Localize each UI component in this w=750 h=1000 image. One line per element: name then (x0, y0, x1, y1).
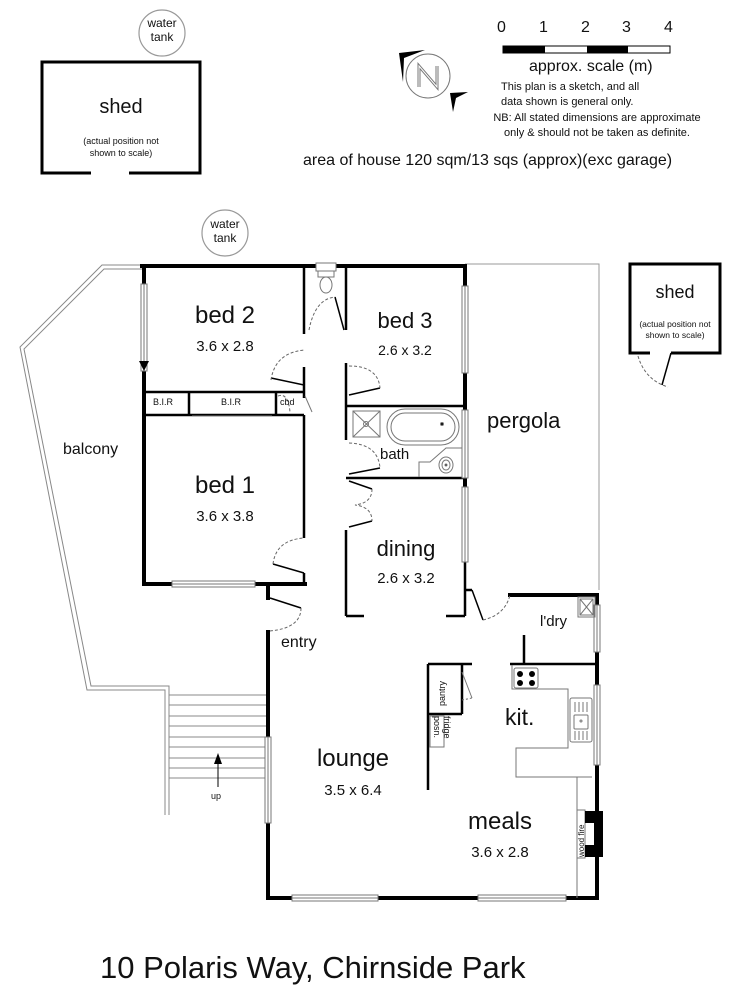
room-entry-name: entry (281, 634, 317, 651)
area-note: area of house 120 sqm/13 sqs (approx)(ex… (303, 152, 673, 169)
pantry-box (429, 715, 445, 748)
scale-bar (502, 45, 671, 54)
scale-label: approx. scale (m) (529, 58, 653, 75)
shower-icon (352, 410, 381, 438)
window-marker-icon (139, 361, 149, 371)
disclaimer-nb-line2: only & should not be taken as definite. (504, 127, 690, 139)
basin-icon (418, 447, 462, 477)
stairs-up-arrow-icon (214, 753, 222, 787)
kitchen-bench (511, 665, 593, 898)
scale-tick-3: 3 (622, 19, 631, 36)
toilet-icon (315, 262, 337, 294)
disclaimer-sketch: This plan is a sketch, and all data show… (501, 80, 639, 110)
water-tank-house-line1: water (210, 217, 240, 231)
room-meals-dims: 3.6 x 2.8 (471, 844, 529, 861)
water-tank-house-label: water tank (202, 217, 248, 245)
room-dining-dims: 2.6 x 3.2 (377, 570, 435, 587)
cooktop-icon (517, 671, 535, 686)
wood-fire-icon (576, 809, 603, 859)
page-title: 10 Polaris Way, Chirnside Park (100, 950, 526, 985)
room-bath-name: bath (380, 446, 410, 463)
room-lounge-name: lounge (316, 745, 390, 772)
scale-tick-4: 4 (664, 19, 673, 36)
room-bed2-dims: 3.6 x 2.8 (196, 338, 254, 355)
doors (192, 296, 511, 701)
room-laundry-name: l'dry (540, 613, 568, 630)
water-tank-top-line2: tank (150, 30, 174, 44)
room-bed3-dims: 2.6 x 3.2 (378, 342, 432, 358)
disclaimer-line1: This plan is a sketch, and all (501, 81, 640, 93)
shed-right-note: (actual position not shown to scale) (630, 319, 720, 341)
scale-tick-0: 0 (497, 19, 506, 36)
room-bed1-name: bed 1 (194, 472, 256, 499)
fixture-bir-small: B.I.R (153, 397, 174, 407)
scale-tick-2: 2 (581, 19, 590, 36)
balcony-outline (19, 264, 170, 815)
room-lounge-dims: 3.5 x 6.4 (324, 782, 382, 799)
room-bed2-name: bed 2 (194, 302, 256, 329)
room-dining-name: dining (376, 536, 436, 561)
pergola-outline (465, 263, 600, 590)
room-bed1-dims: 3.6 x 3.8 (196, 508, 254, 525)
room-pergola-name: pergola (487, 408, 561, 433)
shed-top-left-note-line2: shown to scale) (89, 148, 153, 158)
disclaimer-nb: NB: All stated dimensions are approximat… (462, 111, 732, 141)
shed-right-note-line2: shown to scale) (645, 330, 705, 340)
fixture-pantry: pantry (437, 680, 447, 706)
room-meals-name: meals (467, 808, 533, 835)
scale-tick-1: 1 (539, 19, 548, 36)
interior-walls (144, 266, 597, 790)
water-tank-top-line1: water (147, 16, 177, 30)
fixture-cbd: cbd (280, 397, 295, 407)
shed-top-left (40, 60, 202, 175)
water-tank-house-line2: tank (213, 231, 237, 245)
shed-right-note-line1: (actual position not (639, 319, 711, 329)
disclaimer-line2: data shown is general only. (501, 96, 634, 108)
fixture-fridge-line1: fridge (442, 716, 452, 739)
room-bed3-name: bed 3 (377, 308, 433, 333)
water-tank-top-icon (138, 9, 186, 57)
bathtub-icon (386, 408, 460, 446)
shed-right (628, 262, 722, 388)
fixture-bir-large: B.I.R (221, 397, 242, 407)
fixture-fridge-posn: fridge posn. (432, 716, 452, 739)
room-kitchen-name: kit. (505, 704, 535, 730)
shed-top-left-note-line1: (actual position not (83, 136, 159, 146)
shed-top-left-label: shed (99, 96, 143, 118)
water-tank-house-icon (201, 209, 249, 257)
north-compass-icon (399, 50, 468, 112)
disclaimer-nb-line1: NB: All stated dimensions are approximat… (493, 112, 701, 124)
water-tank-top-label: water tank (139, 16, 185, 44)
shed-right-label: shed (655, 282, 695, 302)
fixture-wood-fire: wood fire (577, 824, 586, 857)
room-balcony-name: balcony (63, 441, 119, 458)
shed-top-left-note: (actual position not shown to scale) (42, 135, 200, 159)
fixture-fridge-line2: posn. (432, 716, 442, 739)
stairs-up-label: up (211, 791, 222, 801)
laundry-tub-icon (577, 596, 596, 618)
